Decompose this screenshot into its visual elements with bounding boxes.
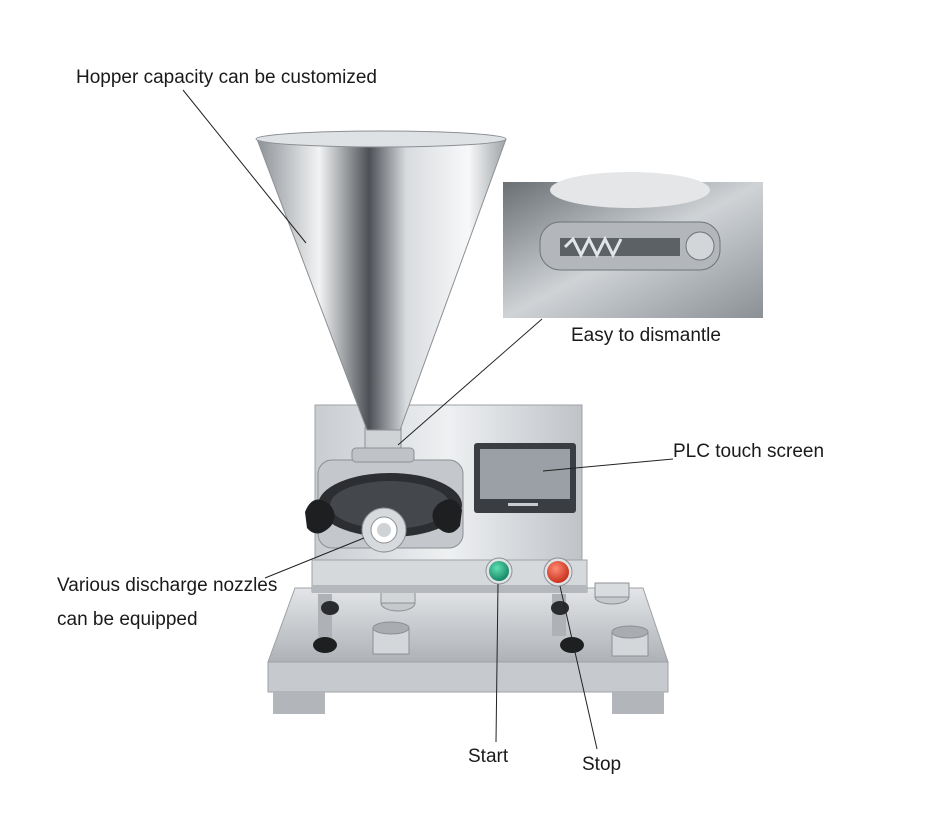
clamp-knobs <box>305 499 462 534</box>
start-button <box>485 557 513 585</box>
hopper-cone <box>255 130 507 431</box>
clamp-inset-photo <box>503 172 763 318</box>
hopper-neck <box>351 426 415 463</box>
dismantle-caption: Easy to dismantle <box>571 325 721 346</box>
nozzles-caption-line1: Various discharge nozzles <box>57 575 278 596</box>
plc-caption: PLC touch screen <box>673 441 825 462</box>
callout-lines <box>182 89 674 750</box>
hopper-caption: Hopper capacity can be customized <box>76 67 377 88</box>
stop-button <box>543 557 573 587</box>
start-caption: Start <box>468 746 509 767</box>
machine-feet <box>313 594 584 653</box>
spare-nozzles <box>372 582 649 657</box>
nozzles-caption-line2: can be equipped <box>57 609 198 630</box>
pump-head <box>317 459 464 553</box>
plc-touch-screen <box>474 443 576 513</box>
stop-caption: Stop <box>582 754 622 775</box>
